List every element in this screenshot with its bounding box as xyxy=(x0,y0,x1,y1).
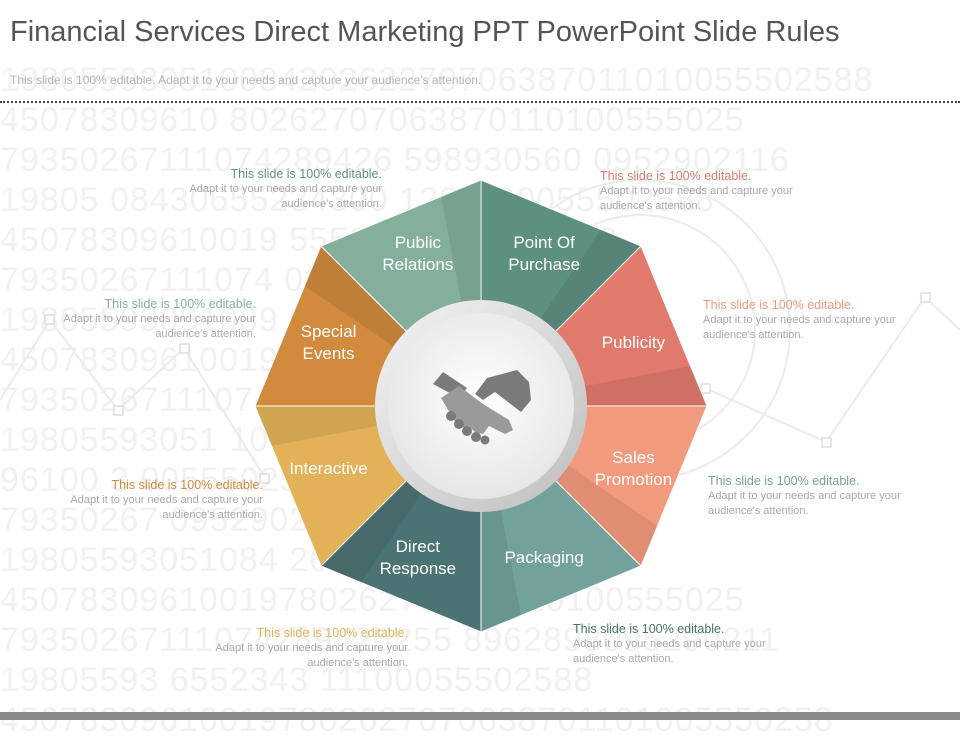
slide-subtitle: This slide is 100% editable. Adapt it to… xyxy=(10,73,482,87)
callout-text: This slide is 100% editable. Adapt it to … xyxy=(708,473,908,519)
callout-body: Adapt it to your needs and capture your … xyxy=(70,494,263,521)
callout-heading: This slide is 100% editable. xyxy=(104,297,256,311)
segment-label: Interactive xyxy=(289,459,368,479)
callout-text: This slide is 100% editable. Adapt it to … xyxy=(56,296,256,342)
slide-title: Financial Services Direct Marketing PPT … xyxy=(10,16,840,48)
callout-body: Adapt it to your needs and capture your … xyxy=(215,642,408,669)
segment-label: Publicity xyxy=(601,332,666,352)
callout-text: This slide is 100% editable. Adapt it to … xyxy=(600,168,800,214)
background-decoration-points xyxy=(44,292,931,484)
callout-text: This slide is 100% editable. Adapt it to … xyxy=(573,621,773,667)
callout-heading: This slide is 100% editable. xyxy=(703,298,855,312)
callout-text: This slide is 100% editable. Adapt it to … xyxy=(63,477,263,523)
callout-heading: This slide is 100% editable. xyxy=(230,167,382,181)
segment-label: Packaging xyxy=(504,548,584,568)
callout-text: This slide is 100% editable. Adapt it to … xyxy=(208,625,408,671)
callout-body: Adapt it to your needs and capture your … xyxy=(63,313,256,340)
callout-heading: This slide is 100% editable. xyxy=(111,478,263,492)
callout-body: Adapt it to your needs and capture your … xyxy=(189,183,382,210)
footer-bar xyxy=(0,712,960,720)
callout-body: Adapt it to your needs and capture your … xyxy=(708,490,901,517)
header-divider xyxy=(0,101,960,103)
callout-text: This slide is 100% editable. Adapt it to … xyxy=(182,166,382,212)
callout-body: Adapt it to your needs and capture your … xyxy=(600,185,793,212)
callout-heading: This slide is 100% editable. xyxy=(256,626,408,640)
callout-text: This slide is 100% editable. Adapt it to … xyxy=(703,297,903,343)
handshake-icon xyxy=(433,370,531,445)
callout-body: Adapt it to your needs and capture your … xyxy=(573,638,766,665)
callout-heading: This slide is 100% editable. xyxy=(708,474,860,488)
callout-body: Adapt it to your needs and capture your … xyxy=(703,314,896,341)
callout-heading: This slide is 100% editable. xyxy=(600,169,752,183)
callout-heading: This slide is 100% editable. xyxy=(573,622,725,636)
octagon-diagram xyxy=(0,179,960,633)
